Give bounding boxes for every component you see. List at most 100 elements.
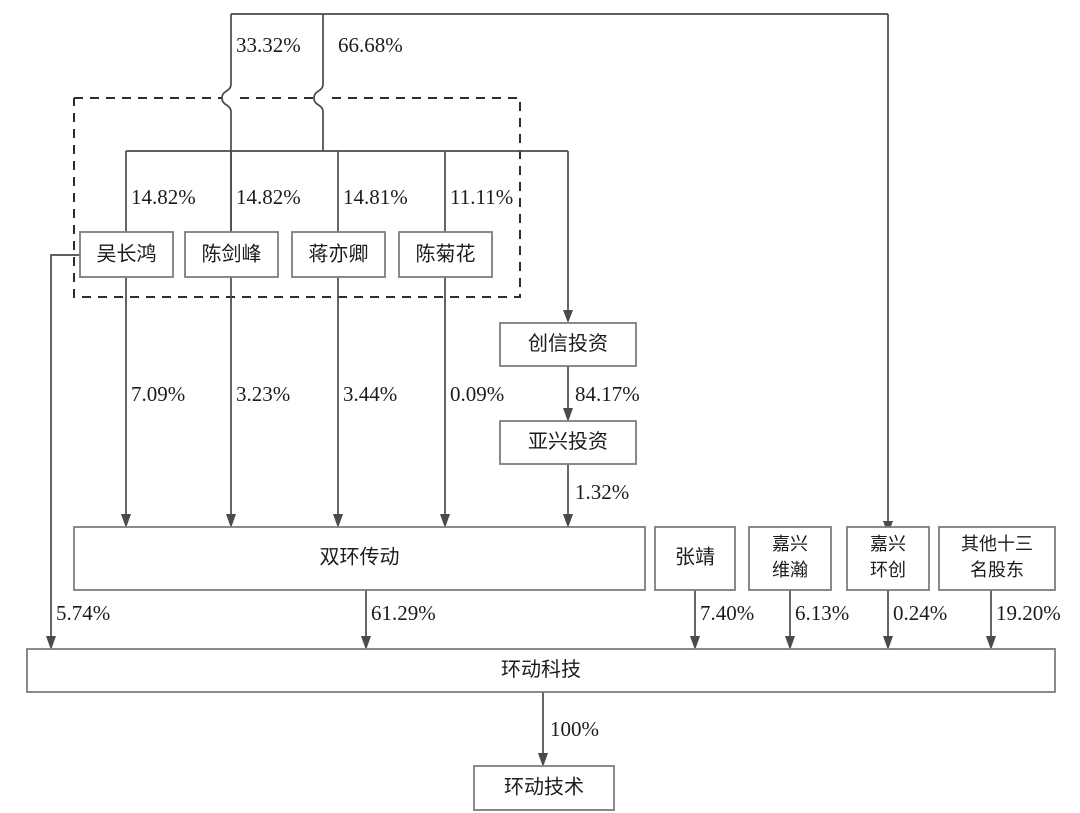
edge-label-zj-hd: 7.40% xyxy=(700,601,754,625)
edge-label-text: 19.20% xyxy=(996,601,1061,625)
edge-label-text: 84.17% xyxy=(575,382,640,406)
connector-yaxing-shuanghuan xyxy=(563,463,573,528)
connector-weihan-huandong xyxy=(785,590,795,650)
node-box-rect xyxy=(654,526,736,591)
node-box-rect xyxy=(748,526,832,591)
edge-label-text: 14.81% xyxy=(343,185,408,209)
node-box-rect xyxy=(473,765,615,811)
arrowhead-jiang-shuanghuan xyxy=(333,514,343,528)
edge-label-text: 0.24% xyxy=(893,601,947,625)
connector-huanchuang-huandong xyxy=(883,590,893,650)
arrowhead-chuangxin-yaxing xyxy=(563,408,573,422)
node-box-rect xyxy=(291,231,386,278)
node-box-rect xyxy=(26,648,1056,693)
arrowhead-wu-huandong xyxy=(46,636,56,650)
edge-label-text: 11.11% xyxy=(450,185,513,209)
edge-label-sh-hd: 61.29% xyxy=(371,601,436,625)
edge-label-text: 14.82% xyxy=(236,185,301,209)
node-label-text-line1: 嘉兴 xyxy=(772,534,808,554)
arrowhead-chenjf-shuanghuan xyxy=(226,514,236,528)
node-yaxing-investment[interactable]: 亚兴投资 xyxy=(499,420,637,465)
node-box-rect xyxy=(184,231,279,278)
edge-label-chenjf-14: 14.82% xyxy=(236,185,301,209)
edge-label-text: 7.40% xyxy=(700,601,754,625)
connector-huandong-jishu xyxy=(538,692,548,767)
node-label-text: 创信投资 xyxy=(528,332,608,355)
edge-label-text: 3.44% xyxy=(343,382,397,406)
connector-zhangjing-huandong xyxy=(690,590,700,650)
node-label-text: 陈菊花 xyxy=(416,243,476,266)
edge-label-chenjf-sh: 3.23% xyxy=(236,382,290,406)
node-label-text-line1: 其他十三 xyxy=(961,534,1033,554)
node-label-text: 环动技术 xyxy=(504,776,584,799)
edge-label-jiang-sh: 3.44% xyxy=(343,382,397,406)
connector-group-bus xyxy=(125,150,573,323)
node-zhang-jing[interactable]: 张靖 xyxy=(654,526,736,591)
node-chuangxin-investment[interactable]: 创信投资 xyxy=(499,322,637,367)
node-huandong-keji[interactable]: 环动科技 xyxy=(26,648,1056,693)
arrowhead-huandong-jishu xyxy=(538,753,548,767)
edge-label-text: 0.09% xyxy=(450,382,504,406)
edge-label-text: 33.32% xyxy=(236,33,301,57)
node-label-text-line2: 名股东 xyxy=(970,560,1024,580)
node-label-text: 张靖 xyxy=(675,546,715,569)
edge-label-text: 6.13% xyxy=(795,601,849,625)
edge-label-wu-hd: 5.74% xyxy=(56,601,110,625)
node-box-rect xyxy=(79,231,174,278)
node-label-text-line1: 嘉兴 xyxy=(870,534,906,554)
arrowhead-zhangjing-huandong xyxy=(690,636,700,650)
edge-label-text: 66.68% xyxy=(338,33,403,57)
edge-label-text: 7.09% xyxy=(131,382,185,406)
node-label-text: 双环传动 xyxy=(320,546,400,569)
node-box-rect xyxy=(499,322,637,367)
node-box-rect xyxy=(938,526,1056,591)
node-shuanghuan-transmission[interactable]: 双环传动 xyxy=(73,526,646,591)
connector-wu-huandong xyxy=(46,254,80,650)
dashed-group-box xyxy=(73,97,521,298)
node-jiaxing-weihan[interactable]: 嘉兴 维瀚 xyxy=(748,526,832,591)
node-label-text: 环动科技 xyxy=(501,658,581,681)
edge-label-text: 61.29% xyxy=(371,601,436,625)
node-label-text-line2: 环创 xyxy=(870,560,906,580)
node-box-rect xyxy=(73,526,646,591)
node-other-thirteen-shareholders[interactable]: 其他十三 名股东 xyxy=(938,526,1056,591)
connector-persons-to-shuanghuan xyxy=(121,277,450,528)
node-box-rect xyxy=(499,420,637,465)
node-label-text: 亚兴投资 xyxy=(528,430,608,453)
edge-label-cx-yx: 84.17% xyxy=(575,382,640,406)
edge-label-33: 33.32% xyxy=(236,33,301,57)
arrowhead-weihan-huandong xyxy=(785,636,795,650)
edge-label-hd-jishu: 100% xyxy=(550,717,599,741)
edge-label-text: 14.82% xyxy=(131,185,196,209)
node-label-text: 陈剑峰 xyxy=(202,243,262,266)
arrowhead-shuanghuan-huandong xyxy=(361,636,371,650)
node-person-wu[interactable]: 吴长鸿 xyxy=(79,231,174,278)
node-person-chen-juhua[interactable]: 陈菊花 xyxy=(398,231,493,278)
edge-label-wu-sh: 7.09% xyxy=(131,382,185,406)
node-jiaxing-huanchuang[interactable]: 嘉兴 环创 xyxy=(846,526,930,591)
connector-shuanghuan-huandong xyxy=(361,590,371,650)
node-person-jiang-yiqing[interactable]: 蒋亦卿 xyxy=(291,231,386,278)
node-label-text: 吴长鸿 xyxy=(97,243,157,266)
arrowhead-wu-shuanghuan xyxy=(121,514,131,528)
connector-chuangxin-yaxing xyxy=(563,365,573,422)
node-huandong-jishu[interactable]: 环动技术 xyxy=(473,765,615,811)
node-box-rect xyxy=(846,526,930,591)
edge-label-hc-hd: 0.24% xyxy=(893,601,947,625)
arrowhead-others-huandong xyxy=(986,636,996,650)
edge-label-text: 3.23% xyxy=(236,382,290,406)
arrowhead-to-chuangxin xyxy=(563,310,573,323)
edge-label-wu-14: 14.82% xyxy=(131,185,196,209)
arrowhead-chenjh-shuanghuan xyxy=(440,514,450,528)
node-label-text-line2: 维瀚 xyxy=(772,560,808,580)
edge-label-text: 5.74% xyxy=(56,601,110,625)
edge-label-wh-hd: 6.13% xyxy=(795,601,849,625)
edge-label-text: 1.32% xyxy=(575,480,629,504)
node-person-chen-jianfeng[interactable]: 陈剑峰 xyxy=(184,231,279,278)
edge-label-yx-sh: 1.32% xyxy=(575,480,629,504)
node-label-text: 蒋亦卿 xyxy=(309,243,369,266)
arrowhead-yaxing-shuanghuan xyxy=(563,514,573,528)
node-box-rect xyxy=(398,231,493,278)
